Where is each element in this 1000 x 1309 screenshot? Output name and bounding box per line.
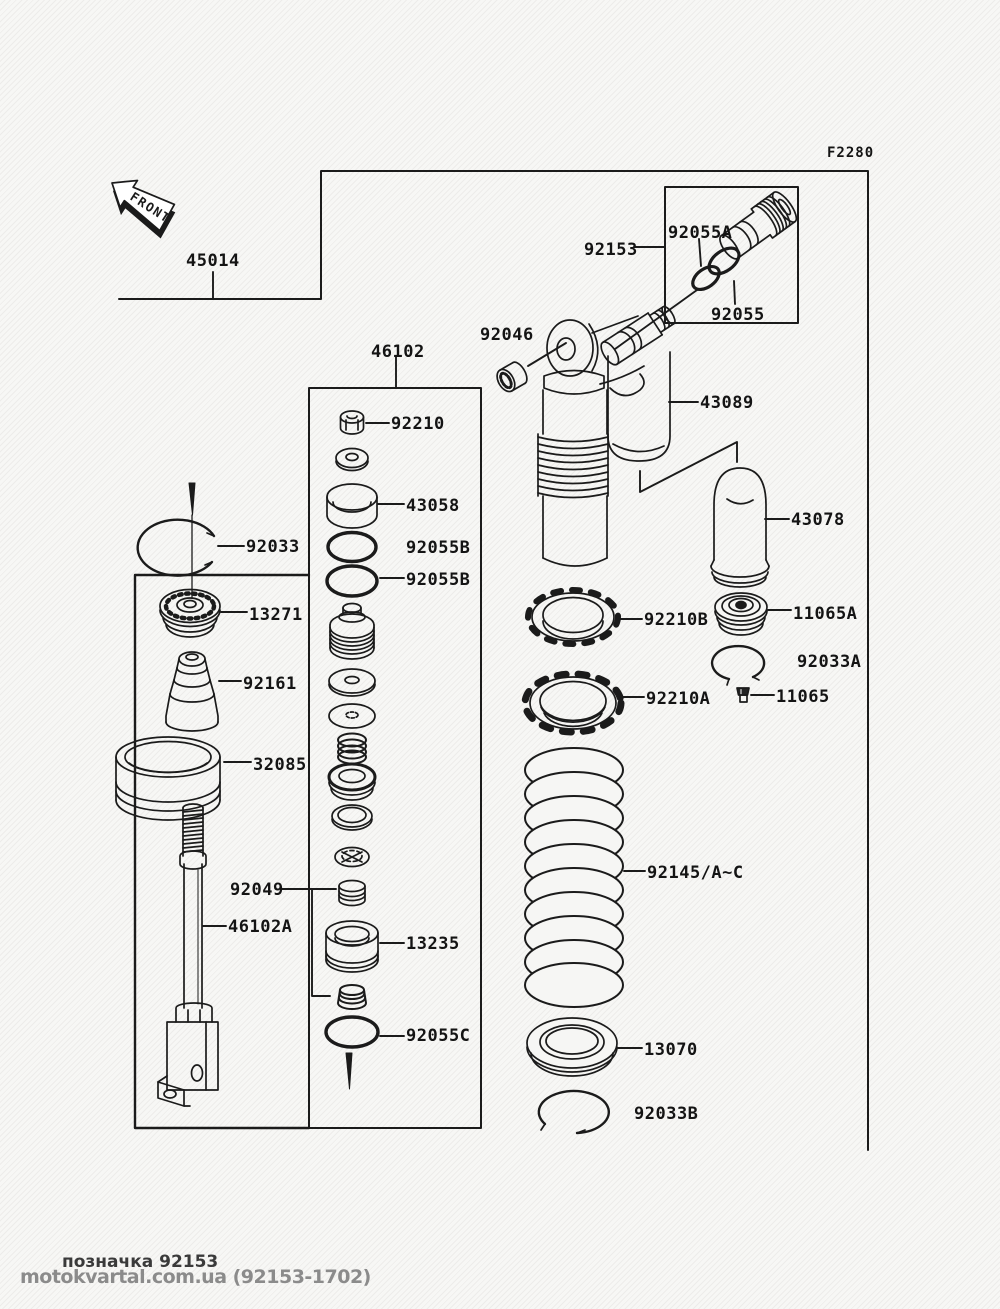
part-drawing-cylinder-13235 — [325, 920, 379, 973]
adjuster-detail-box — [664, 186, 799, 324]
part-label-43089: 43089 — [700, 393, 754, 413]
part-label-92145: 92145/A~C — [647, 863, 744, 883]
part-drawing-oring-92055B-1 — [326, 530, 378, 564]
part-label-92046: 92046 — [480, 325, 534, 345]
part-drawing-oring-92055 — [707, 246, 741, 276]
part-label-46102: 46102 — [371, 342, 425, 362]
rod-parts-box — [308, 387, 482, 1129]
assembly-outline-box — [118, 170, 869, 1151]
part-drawing-circlip-92033B — [537, 1089, 611, 1135]
part-label-92161: 92161 — [243, 674, 297, 694]
part-label-92153: 92153 — [584, 240, 638, 260]
pointer-needle-bottom — [345, 1052, 353, 1090]
part-drawing-seal-ring — [327, 762, 377, 801]
part-drawing-cup-32085 — [115, 736, 221, 821]
part-drawing-spring-92145 — [524, 747, 624, 1008]
part-label-13271: 13271 — [249, 605, 303, 625]
part-drawing-seal-small — [337, 984, 367, 1010]
part-label-13070: 13070 — [644, 1040, 698, 1060]
part-label-45014: 45014 — [186, 251, 240, 271]
part-drawing-circlip-92033 — [136, 518, 216, 577]
part-label-92210A: 92210A — [646, 689, 711, 709]
part-label-92033B: 92033B — [634, 1104, 699, 1124]
figure-code: F2280 — [827, 145, 875, 161]
part-label-92210: 92210 — [391, 414, 445, 434]
part-drawing-reservoir-43089 — [600, 305, 676, 462]
part-drawing-shock-body — [537, 315, 645, 567]
part-label-92049: 92049 — [230, 880, 284, 900]
part-drawing-mount-11065A — [714, 592, 768, 636]
part-label-92055C: 92055C — [406, 1026, 471, 1046]
part-drawing-circlip-92033A — [710, 644, 766, 686]
part-label-92033: 92033 — [246, 537, 300, 557]
part-drawing-washer-2 — [328, 703, 376, 729]
part-drawing-bearing-92046 — [496, 361, 528, 393]
part-drawing-adjustnut-92210A — [521, 670, 625, 736]
footer-part-mark: позначка 92153 — [62, 1252, 219, 1272]
part-label-92033A: 92033A — [797, 652, 862, 672]
part-drawing-piston-stack — [329, 602, 375, 660]
part-drawing-bolt-11065 — [736, 687, 750, 703]
part-label-46102A: 46102A — [228, 917, 293, 937]
part-label-32085: 32085 — [253, 755, 307, 775]
part-drawing-oring-92055A — [691, 264, 721, 292]
part-label-92055B-2: 92055B — [406, 570, 471, 590]
part-drawing-nut-92210 — [339, 410, 365, 435]
part-label-92055: 92055 — [711, 305, 765, 325]
part-drawing-cover-43078 — [710, 467, 770, 588]
part-drawing-washer-top — [335, 447, 369, 472]
part-drawing-rod-46102A — [157, 803, 219, 1107]
part-drawing-washer-x — [334, 846, 370, 868]
part-label-92210B: 92210B — [644, 610, 709, 630]
part-drawing-bushing-92049 — [338, 879, 366, 907]
part-label-43058: 43058 — [406, 496, 460, 516]
pointer-needle-left — [188, 482, 196, 516]
part-label-92055A: 92055A — [668, 223, 733, 243]
front-direction-arrow: FRONT — [111, 179, 176, 239]
part-drawing-seat-13070 — [526, 1017, 618, 1077]
part-label-13235: 13235 — [406, 934, 460, 954]
part-label-11065: 11065 — [776, 687, 830, 707]
leader-lines — [202, 238, 792, 1049]
part-drawing-washer-1 — [328, 668, 376, 697]
part-label-11065A: 11065A — [793, 604, 858, 624]
part-drawing-oring-92055B-2 — [325, 564, 379, 598]
left-parts-box — [133, 573, 311, 1130]
part-drawing-oring-92055C — [324, 1015, 380, 1049]
part-drawing-small-spring — [337, 732, 367, 765]
part-drawing-seal-cap-13271 — [159, 588, 221, 638]
part-drawing-bushing-43058 — [326, 483, 378, 529]
footer-watermark: motokvartal.com.ua (92153-1702) — [20, 1266, 371, 1288]
part-drawing-ring — [331, 804, 373, 831]
part-drawing-bumper-92161 — [165, 651, 219, 732]
part-label-92055B-1: 92055B — [406, 538, 471, 558]
part-label-43078: 43078 — [791, 510, 845, 530]
part-drawing-locknut-92210B — [525, 587, 621, 647]
